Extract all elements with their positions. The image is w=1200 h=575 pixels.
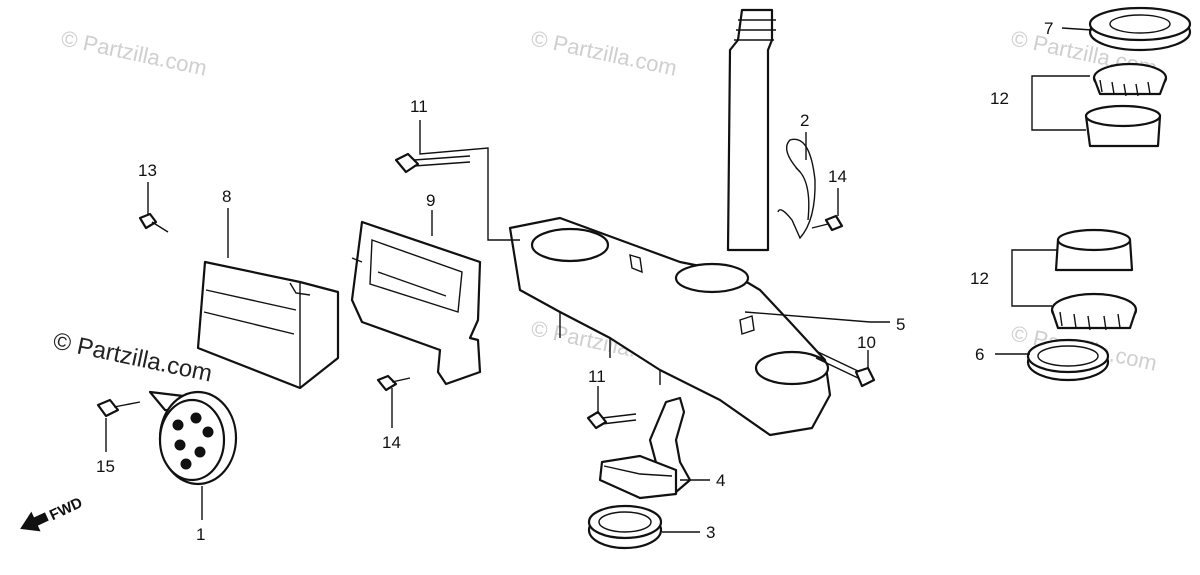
callout-6: 6 bbox=[975, 345, 984, 364]
part-stem-nut bbox=[1088, 6, 1192, 52]
callout-10: 10 bbox=[857, 333, 876, 352]
part-screw-13 bbox=[138, 212, 169, 233]
part-hose-clamp bbox=[598, 396, 692, 500]
callout-3: 3 bbox=[706, 523, 715, 542]
part-cover bbox=[196, 260, 340, 390]
callout-11-lower: 11 bbox=[588, 367, 606, 386]
callout-5: 5 bbox=[896, 315, 905, 334]
part-bolt-11-upper bbox=[394, 152, 471, 174]
fwd-arrow: FWD bbox=[20, 494, 85, 532]
part-bolt-14-left bbox=[376, 374, 411, 392]
callout-11-upper: 11 bbox=[410, 97, 428, 116]
callout-14-right: 14 bbox=[828, 167, 847, 186]
watermark: © Partzilla.com bbox=[51, 327, 215, 387]
callout-9: 9 bbox=[426, 191, 435, 210]
part-bracket bbox=[350, 220, 482, 386]
callout-1: 1 bbox=[196, 525, 205, 544]
callout-12-upper: 12 bbox=[990, 89, 1009, 108]
fwd-label: FWD bbox=[47, 494, 85, 524]
callout-15: 15 bbox=[96, 457, 115, 476]
part-bolt-10 bbox=[815, 351, 876, 388]
leader-lines bbox=[105, 27, 1093, 533]
part-dust-seal bbox=[587, 504, 663, 550]
callout-7: 7 bbox=[1044, 19, 1053, 38]
callout-4: 4 bbox=[716, 471, 725, 490]
callout-13: 13 bbox=[138, 161, 157, 180]
part-bearing-lower bbox=[1050, 228, 1138, 331]
callout-2: 2 bbox=[800, 111, 809, 130]
part-bolt-14-right bbox=[811, 214, 844, 232]
part-steering-stem bbox=[508, 8, 832, 437]
part-clip bbox=[777, 138, 816, 240]
callout-numbers: 1 2 3 4 5 6 7 8 9 10 11 11 12 12 13 14 1… bbox=[96, 19, 1053, 544]
part-horn bbox=[148, 390, 238, 486]
callout-8: 8 bbox=[222, 187, 231, 206]
callout-14-left: 14 bbox=[382, 433, 401, 452]
part-bolt-15 bbox=[96, 398, 141, 418]
part-bearing-upper bbox=[1084, 62, 1168, 148]
callout-12-lower: 12 bbox=[970, 269, 989, 288]
watermark: © Partzilla.com bbox=[529, 25, 679, 80]
watermark: © Partzilla.com bbox=[59, 25, 209, 80]
part-seal-right bbox=[1026, 338, 1110, 382]
part-bolt-11-lower bbox=[586, 410, 637, 430]
